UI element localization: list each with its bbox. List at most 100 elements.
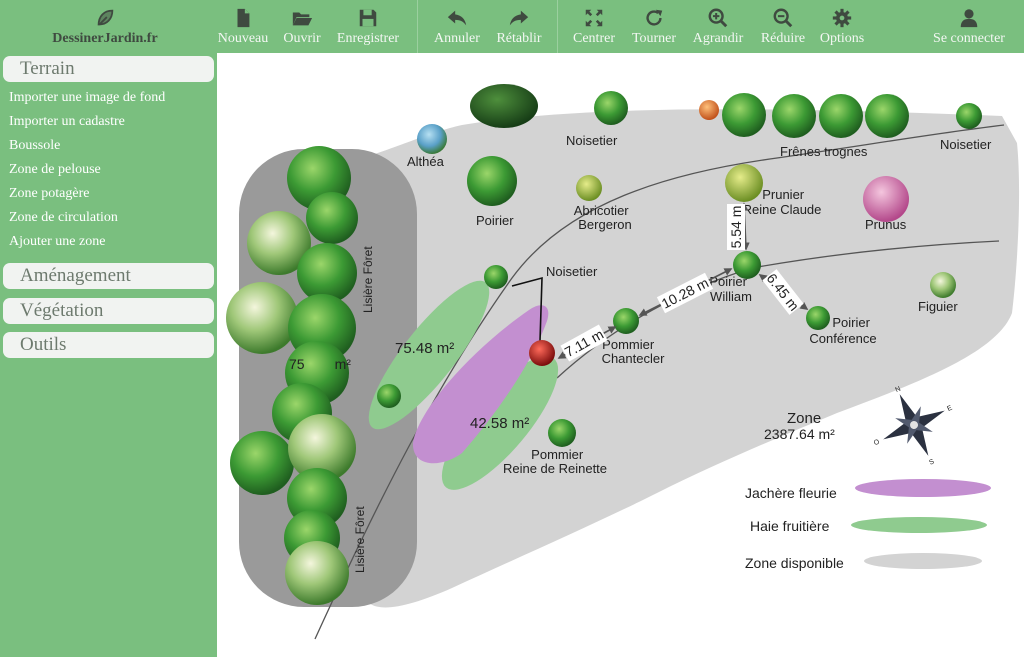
floppy-disk-icon <box>359 9 377 27</box>
label-prunier: Prunier Reine Claude <box>743 187 822 217</box>
menu-vegetable-zone[interactable]: Zone potagère <box>9 186 90 201</box>
plant-prunier-reine-claude[interactable] <box>725 164 763 202</box>
area-hedge1-label: 75.48 m² <box>395 340 454 357</box>
label-althea: Althéa <box>407 154 445 169</box>
plant-pommier-reine-reinette[interactable] <box>548 419 576 447</box>
section-amenagement[interactable]: Aménagement <box>3 263 214 289</box>
plant-poirier-william[interactable] <box>733 251 761 279</box>
section-terrain[interactable]: Terrain <box>3 56 214 82</box>
zone-available[interactable] <box>345 109 1020 608</box>
toolbar-separator <box>417 0 418 53</box>
menu-import-background[interactable]: Importer une image de fond <box>9 90 166 105</box>
flower-meadow[interactable] <box>412 305 549 464</box>
save-button[interactable]: Enregistrer <box>332 0 404 53</box>
zone-area: 2387.64 m² <box>764 426 835 442</box>
rotate-icon <box>646 9 663 26</box>
legend-haie-swatch <box>851 517 987 533</box>
menu-lawn-zone[interactable]: Zone de pelouse <box>9 162 101 177</box>
compass-o: O <box>873 438 881 447</box>
measure-label-3: 5.54 m <box>727 204 745 250</box>
plant-red-selected[interactable] <box>529 340 555 366</box>
redo-arrow-icon <box>509 10 529 26</box>
expand-arrows-icon <box>585 9 603 27</box>
open-button[interactable]: Ouvrir <box>280 0 324 53</box>
compass-rose-icon[interactable]: N E S O <box>856 369 971 484</box>
legend-haie-label: Haie fruitière <box>750 518 830 534</box>
new-button[interactable]: Nouveau <box>214 0 272 53</box>
path-line <box>314 124 1005 640</box>
legend: Jachère fleurie Haie fruitière Zone disp… <box>745 479 991 571</box>
label-poirier: Poirier <box>476 213 514 228</box>
compass-e: E <box>946 405 953 413</box>
forest-label-top: Lisière Fôret <box>361 246 375 313</box>
rotate-button[interactable]: Tourner <box>627 0 681 53</box>
compass-s: S <box>928 458 935 466</box>
undo-button[interactable]: Annuler <box>430 0 484 53</box>
area-forest-label: 75 m² <box>289 356 351 372</box>
label-pointer-noisetier <box>511 276 543 342</box>
plant-noisetier-top[interactable] <box>594 91 628 125</box>
legend-jachere-swatch <box>855 479 991 497</box>
plant-pommier-chantecler[interactable] <box>613 308 639 334</box>
center-button[interactable]: Centrer <box>569 0 619 53</box>
label-poirier-william: Poirier William <box>709 274 752 304</box>
legend-jachere-label: Jachère fleurie <box>745 485 837 501</box>
legend-zone-swatch <box>864 553 982 569</box>
svg-text:5.54 m: 5.54 m <box>728 206 744 249</box>
sidebar: Terrain Importer une image de fond Impor… <box>0 53 217 657</box>
plant-noisetier-right[interactable] <box>956 103 982 129</box>
menu-add-zone[interactable]: Ajouter une zone <box>9 234 106 249</box>
zone-title: Zone <box>787 410 821 427</box>
login-button[interactable]: Se connecter <box>928 0 1010 53</box>
leaf-icon <box>97 9 114 26</box>
zoom-in-button[interactable]: Agrandir <box>689 0 747 53</box>
plant-abricotier[interactable] <box>576 175 602 201</box>
area-forest-unit: m² <box>335 356 352 372</box>
zoom-out-button[interactable]: Réduire <box>756 0 810 53</box>
plant-poirier[interactable] <box>467 156 517 206</box>
plant-prunus[interactable] <box>863 176 909 222</box>
forest-trees <box>226 146 358 605</box>
menu-import-cadastre[interactable]: Importer un cadastre <box>9 114 125 129</box>
label-frenes: Frênes trognes <box>780 144 868 159</box>
plant-noisetier-mid[interactable] <box>484 265 508 289</box>
label-noisetier-right: Noisetier <box>940 137 992 152</box>
plant-orange-shrub[interactable] <box>699 100 719 120</box>
toolbar-separator <box>557 0 558 53</box>
menu-circulation-zone[interactable]: Zone de circulation <box>9 210 118 225</box>
redo-button[interactable]: Rétablir <box>493 0 545 53</box>
brand-name: DessinerJardin.fr <box>52 31 158 46</box>
label-figuier: Figuier <box>918 299 958 314</box>
plant-dark-shrub[interactable] <box>470 84 538 128</box>
folder-open-icon <box>292 12 313 26</box>
label-prunus: Prunus <box>865 217 907 232</box>
zoom-in-icon <box>708 8 728 28</box>
plant-frenes-trognes[interactable] <box>722 93 909 138</box>
undo-arrow-icon <box>447 10 467 26</box>
plant-hedge-shrub[interactable] <box>377 384 401 408</box>
plant-althea[interactable] <box>417 124 447 154</box>
label-poirier-conference: Poirier Conférence <box>809 315 876 346</box>
section-vegetation[interactable]: Végétation <box>3 298 214 324</box>
area-forest-value: 75 <box>289 356 305 372</box>
label-pommier-reine-reinette: Pommier Reine de Reinette <box>503 447 607 476</box>
forest-label-bottom: Lisière Fôret <box>353 506 367 573</box>
section-outils[interactable]: Outils <box>3 332 214 358</box>
label-noisetier-top: Noisetier <box>566 133 618 148</box>
options-button[interactable]: Options <box>816 0 868 53</box>
new-document-icon <box>237 8 250 28</box>
legend-zone-label: Zone disponible <box>745 555 844 571</box>
gear-icon <box>832 8 852 28</box>
compass-n: N <box>894 386 902 394</box>
area-hedge2-label: 42.58 m² <box>470 415 529 432</box>
toolbar: DessinerJardin.fr Nouveau Ouvrir Enregis… <box>0 0 1024 53</box>
user-icon <box>960 9 978 28</box>
label-pommier-chantecler: Pommier Chantecler <box>602 337 666 366</box>
plant-poirier-conference[interactable] <box>806 306 830 330</box>
fruit-hedge-2[interactable] <box>425 341 576 506</box>
menu-compass[interactable]: Boussole <box>9 138 61 153</box>
plant-figuier[interactable] <box>930 272 956 298</box>
brand-logo[interactable]: DessinerJardin.fr <box>50 0 160 53</box>
